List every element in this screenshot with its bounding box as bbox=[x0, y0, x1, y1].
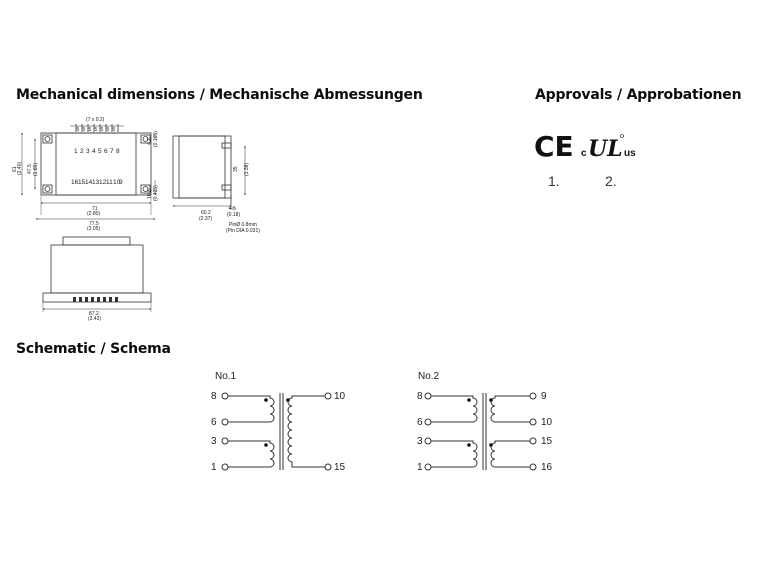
pin-label: 1 bbox=[74, 148, 78, 155]
svg-text:(1.38): (1.38) bbox=[244, 163, 250, 176]
pin-label: 15 bbox=[78, 179, 86, 186]
svg-text:77.5: 77.5 bbox=[89, 221, 99, 227]
front-view-labels: 87.2 (3.43) bbox=[88, 311, 101, 322]
schematic-heading: Schematic / Schema bbox=[16, 341, 171, 357]
side-view-drawing bbox=[172, 135, 246, 209]
pin-label: 5 bbox=[98, 148, 102, 155]
svg-text:(1.85): (1.85) bbox=[33, 163, 39, 176]
svg-text:4.2: 4.2 bbox=[147, 138, 153, 145]
side-view-labels: 35 (1.38) 60.2 (2.37) 4.5 (0.18) PinØ 0.… bbox=[199, 163, 260, 234]
svg-text:(0.18): (0.18) bbox=[227, 212, 240, 218]
svg-text:5: 5 bbox=[113, 127, 116, 133]
schematic-no2: No.2 8 6 3 1 9 10 15 1 bbox=[417, 371, 553, 473]
svg-text:(2.40): (2.40) bbox=[17, 162, 23, 175]
svg-text:CE: CE bbox=[534, 130, 574, 163]
pin-label: 15 bbox=[541, 436, 553, 447]
svg-text:60.2: 60.2 bbox=[201, 210, 211, 216]
svg-text:47.5: 47.5 bbox=[27, 164, 33, 174]
pin-label: 9 bbox=[541, 391, 547, 402]
schematic-no2-title: No.2 bbox=[418, 371, 440, 382]
pin-label: 2 bbox=[80, 148, 84, 155]
pin-label: 3 bbox=[86, 148, 90, 155]
top-view-drawing bbox=[21, 124, 156, 220]
svg-text:UL: UL bbox=[588, 136, 623, 162]
top-view-labels: (7 x 0.2) 5 5 5 5 5 5 5 1 2 3 4 5 6 7 8 … bbox=[12, 117, 159, 232]
pin-label: 10 bbox=[113, 179, 121, 186]
approvals-heading: Approvals / Approbationen bbox=[535, 87, 742, 103]
svg-text:c: c bbox=[581, 148, 587, 159]
svg-text:87.2: 87.2 bbox=[89, 311, 99, 317]
pin-label: 13 bbox=[92, 179, 100, 186]
svg-text:5: 5 bbox=[83, 127, 86, 133]
pin-label: 7 bbox=[110, 148, 114, 155]
pin-label: 1 bbox=[211, 462, 217, 473]
svg-text:5: 5 bbox=[89, 127, 92, 133]
pin-label: 8 bbox=[116, 148, 120, 155]
svg-text:(0.425): (0.425) bbox=[153, 185, 159, 201]
pin-label: 1 bbox=[417, 462, 423, 473]
pin-label: 6 bbox=[104, 148, 108, 155]
pin-label: 8 bbox=[211, 391, 217, 402]
pin-label: 8 bbox=[417, 391, 423, 402]
pin-label: 12 bbox=[99, 179, 107, 186]
ul-recognized-mark: c UL us bbox=[581, 134, 636, 162]
pin-label: 16 bbox=[541, 462, 553, 473]
svg-text:PinØ 0.8mm: PinØ 0.8mm bbox=[229, 222, 257, 228]
svg-text:(3.05): (3.05) bbox=[87, 226, 100, 232]
svg-text:71: 71 bbox=[92, 206, 98, 212]
pin-label: 11 bbox=[106, 179, 113, 186]
pin-label: 3 bbox=[417, 436, 423, 447]
pin-label: 15 bbox=[334, 462, 346, 473]
svg-text:(Pin DIA 0.031): (Pin DIA 0.031) bbox=[226, 228, 260, 234]
svg-text:5: 5 bbox=[77, 127, 80, 133]
pin-label: 6 bbox=[417, 417, 423, 428]
svg-text:61: 61 bbox=[12, 166, 18, 172]
pin-label: 10 bbox=[334, 391, 346, 402]
pin-label: 9 bbox=[119, 179, 123, 186]
pin-label: 3 bbox=[211, 436, 217, 447]
schematic-no1: No.1 8 6 3 1 10 15 bbox=[211, 371, 346, 473]
svg-text:10.8: 10.8 bbox=[147, 189, 153, 199]
ce-mark: CE bbox=[534, 130, 574, 163]
pin-label: 14 bbox=[85, 179, 93, 186]
svg-text:(2.80): (2.80) bbox=[87, 211, 100, 217]
svg-text:us: us bbox=[624, 148, 636, 159]
approval-number-1: 1. bbox=[548, 173, 560, 189]
approval-number-2: 2. bbox=[605, 173, 617, 189]
svg-text:5: 5 bbox=[107, 127, 110, 133]
svg-text:(3.43): (3.43) bbox=[88, 316, 101, 322]
svg-text:5: 5 bbox=[101, 127, 104, 133]
svg-text:(0.165): (0.165) bbox=[153, 131, 159, 147]
svg-text:35: 35 bbox=[233, 166, 239, 172]
pitch-note: (7 x 0.2) bbox=[86, 117, 105, 123]
svg-text:(2.37): (2.37) bbox=[199, 216, 212, 222]
front-view-pins bbox=[73, 297, 118, 302]
schematic-no1-title: No.1 bbox=[215, 371, 237, 382]
pin-label: 10 bbox=[541, 417, 553, 428]
pin-label: 6 bbox=[211, 417, 217, 428]
svg-text:4.5: 4.5 bbox=[229, 206, 236, 212]
svg-text:5: 5 bbox=[95, 127, 98, 133]
pin-label: 16 bbox=[71, 179, 79, 186]
mechanical-dimensions-heading: Mechanical dimensions / Mechanische Abme… bbox=[16, 87, 423, 103]
pin-label: 4 bbox=[92, 148, 96, 155]
